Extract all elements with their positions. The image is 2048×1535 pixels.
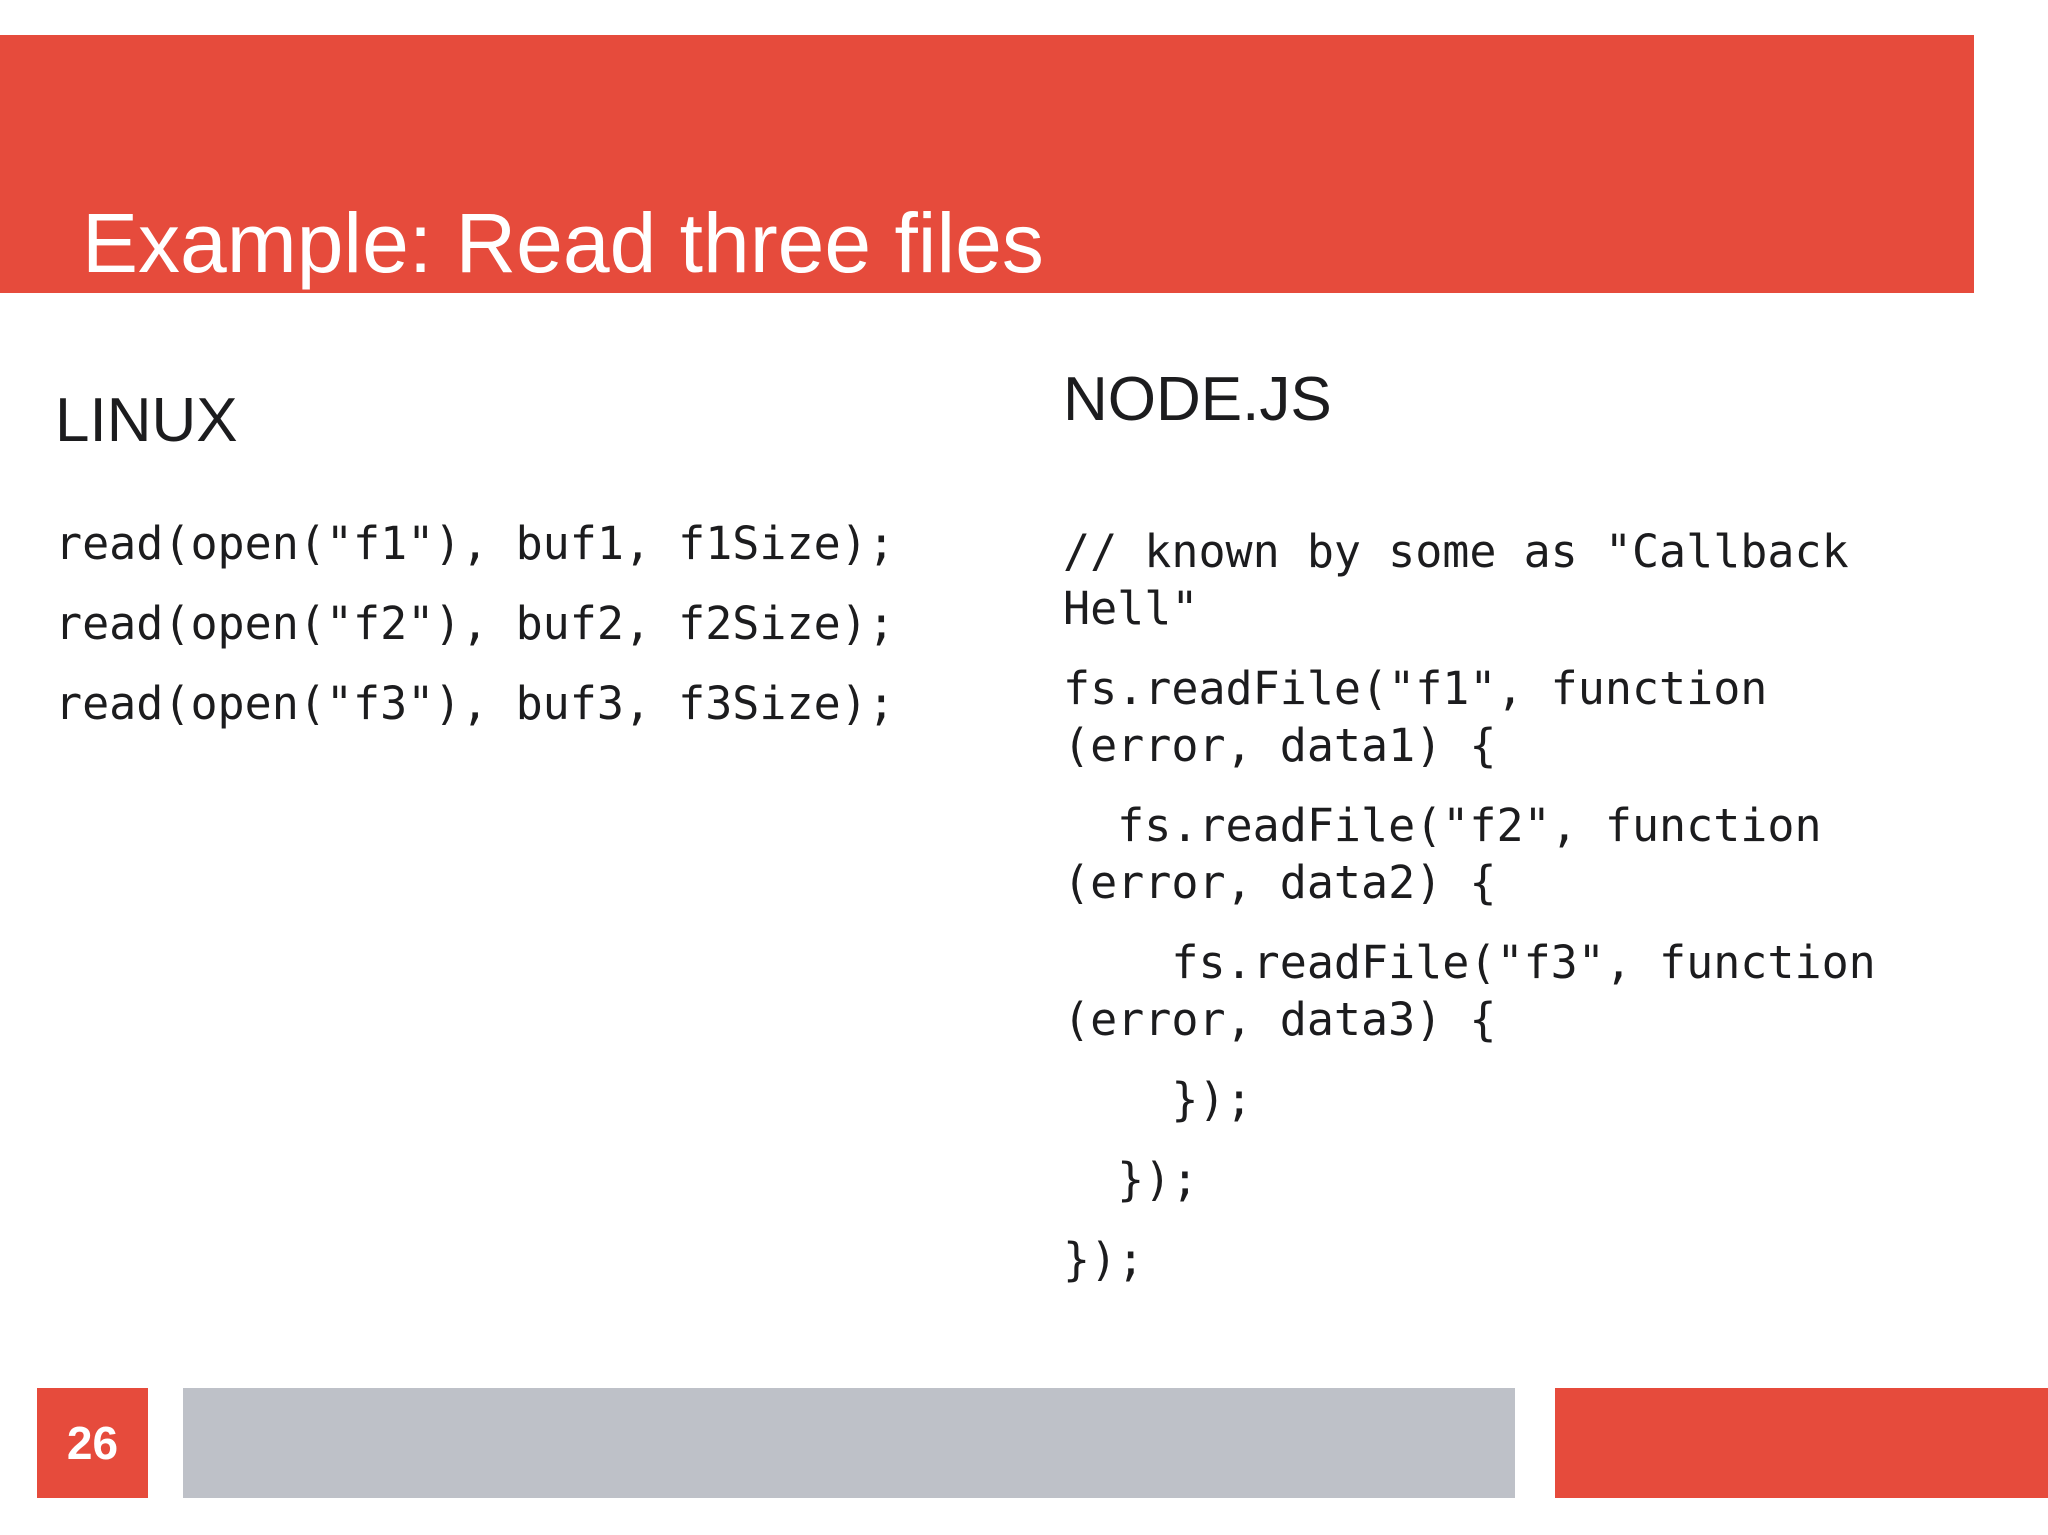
code-line: });: [1063, 1233, 1145, 1286]
code-line: });: [1063, 1073, 1253, 1126]
code-paragraph: });: [1063, 1231, 1876, 1288]
code-line: Hell": [1063, 582, 1199, 635]
code-paragraph: });: [1063, 1151, 1876, 1208]
code-line: read(open("f3"), buf3, f3Size);: [55, 677, 895, 730]
code-paragraph: fs.readFile("f1", function(error, data1)…: [1063, 660, 1876, 774]
code-line: });: [1063, 1153, 1199, 1206]
code-paragraph: fs.readFile("f2", function(error, data2)…: [1063, 797, 1876, 911]
linux-code-block: read(open("f1"), buf1, f1Size); read(open…: [55, 504, 895, 744]
code-line: (error, data2) {: [1063, 856, 1497, 909]
slide-title: Example: Read three files: [82, 196, 1044, 290]
page-number-badge: 26: [37, 1388, 148, 1498]
code-line: fs.readFile("f2", function: [1063, 799, 1822, 852]
code-line: (error, data1) {: [1063, 719, 1497, 772]
code-paragraph: });: [1063, 1071, 1876, 1128]
code-line: (error, data3) {: [1063, 993, 1497, 1046]
code-line: read(open("f2"), buf2, f2Size);: [55, 597, 895, 650]
title-bar: Example: Read three files: [0, 35, 1974, 293]
footer-accent-bar: [1555, 1388, 2048, 1498]
code-line: fs.readFile("f3", function: [1063, 936, 1876, 989]
node-heading: NODE.JS: [1063, 365, 1332, 434]
code-line: fs.readFile("f1", function: [1063, 662, 1768, 715]
code-line: // known by some as "Callback: [1063, 525, 1849, 578]
linux-heading: LINUX: [55, 386, 238, 455]
footer-gray-bar: [183, 1388, 1515, 1498]
code-paragraph: fs.readFile("f3", function(error, data3)…: [1063, 934, 1876, 1048]
code-line: read(open("f1"), buf1, f1Size);: [55, 517, 895, 570]
